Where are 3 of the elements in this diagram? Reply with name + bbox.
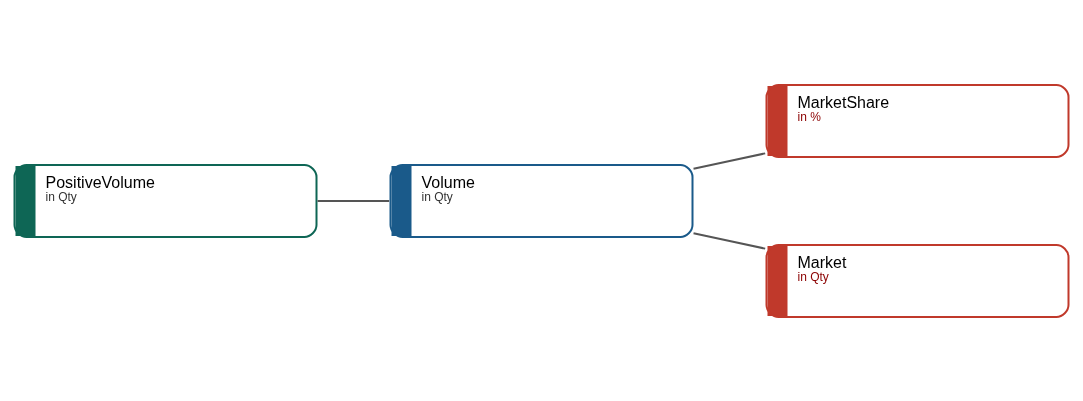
connector: [316, 199, 391, 202]
connector: [692, 231, 767, 250]
connector: [692, 151, 767, 170]
